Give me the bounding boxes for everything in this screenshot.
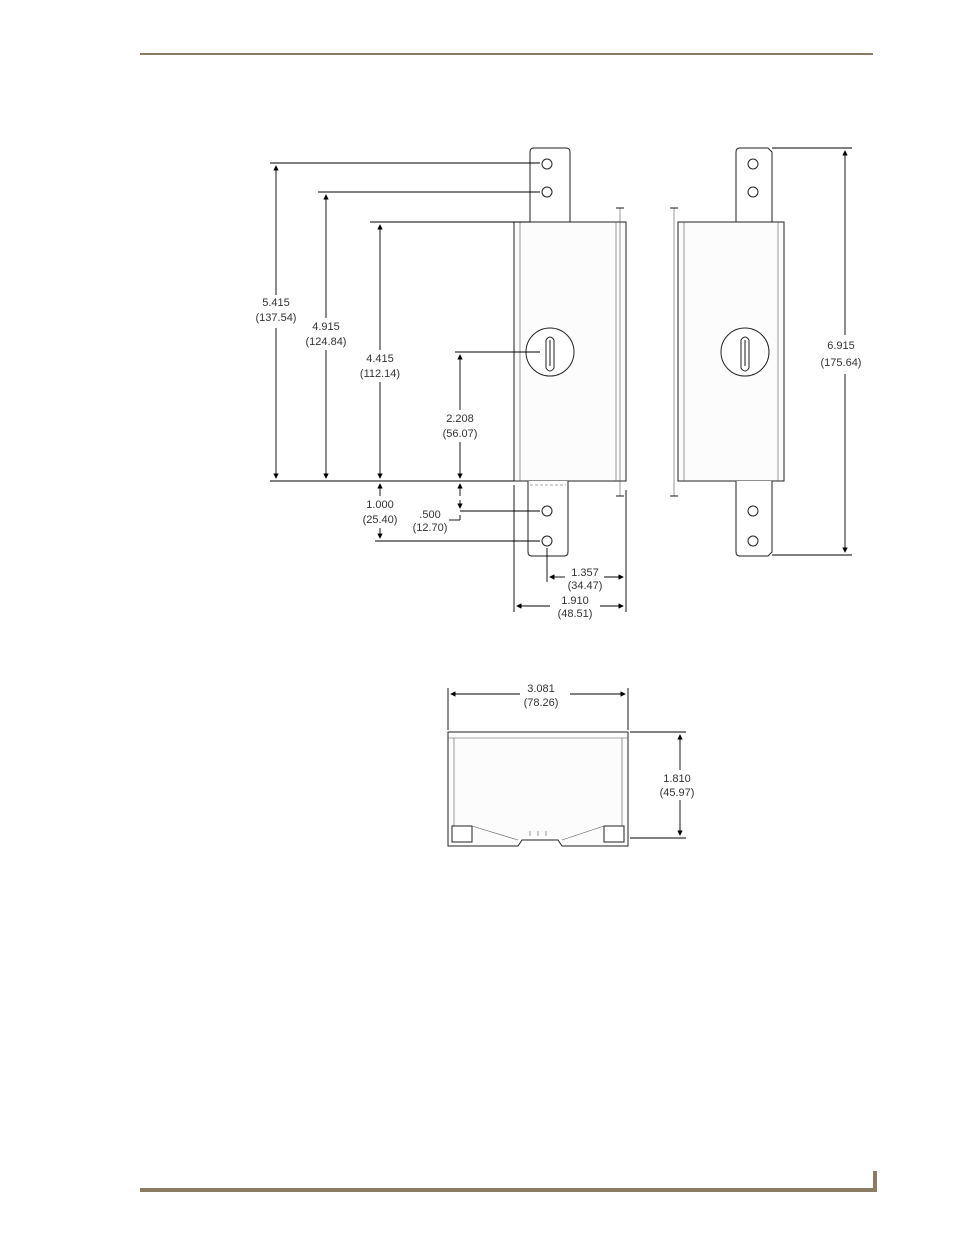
front-view xyxy=(670,148,784,556)
dim-3-081-metric: (78.26) xyxy=(524,697,559,709)
dim-6-915-value: 6.915 xyxy=(827,340,855,352)
dim-3-081-value: 3.081 xyxy=(527,683,555,695)
dim-4-915-metric: (124.84) xyxy=(306,336,347,348)
dim-4-415-value: 4.415 xyxy=(366,353,394,365)
side-bottom-hole-1 xyxy=(542,506,552,516)
dim-1-357-metric: (34.47) xyxy=(568,580,603,592)
dim-2-208-value: 2.208 xyxy=(446,413,474,425)
dim-2-208-metric: (56.07) xyxy=(443,428,478,440)
bottom-view xyxy=(448,732,628,846)
dim-5-415-value: 5.415 xyxy=(262,297,290,309)
dim-500-value: .500 xyxy=(419,509,440,521)
side-top-hole-1 xyxy=(542,159,552,169)
dim-5-415-metric: (137.54) xyxy=(256,312,297,324)
dim-1-000-value: 1.000 xyxy=(366,499,394,511)
dim-500-metric: (12.70) xyxy=(413,522,448,534)
dim-1-910-metric: (48.51) xyxy=(558,608,593,620)
dim-1-910-value: 1.910 xyxy=(561,595,589,607)
side-bottom-hole-2 xyxy=(542,536,552,546)
dim-1-810-value: 1.810 xyxy=(663,773,691,785)
dim-1-810-metric: (45.97) xyxy=(660,787,695,799)
dim-6-915-metric: (175.64) xyxy=(821,357,862,369)
front-bottom-hole-1 xyxy=(748,506,758,516)
side-top-hole-2 xyxy=(542,187,552,197)
dim-4-915-value: 4.915 xyxy=(312,321,340,333)
side-top-tab xyxy=(530,148,570,222)
front-bottom-hole-2 xyxy=(748,536,758,546)
dim-4-415-metric: (112.14) xyxy=(360,368,400,380)
bottom-box-outline xyxy=(448,732,628,846)
front-top-hole-1 xyxy=(748,159,758,169)
dim-1-000-metric: (25.40) xyxy=(363,514,398,526)
dim-1-357-value: 1.357 xyxy=(571,567,599,579)
front-top-hole-2 xyxy=(748,187,758,197)
